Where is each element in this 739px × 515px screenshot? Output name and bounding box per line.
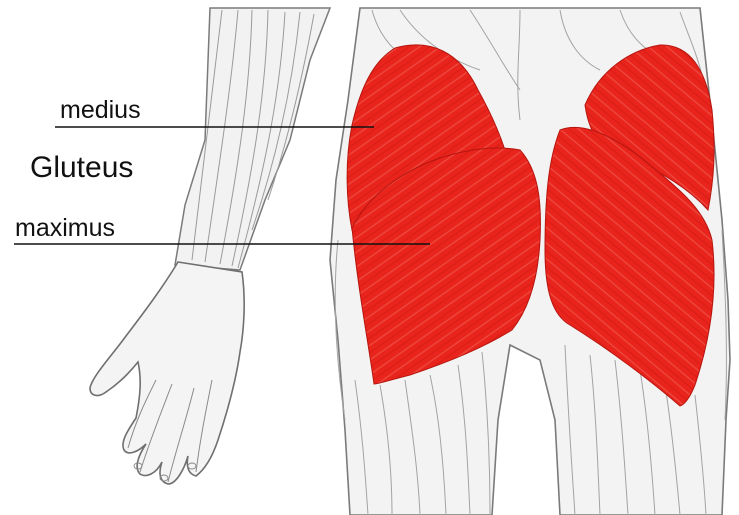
gluteus-label: Gluteus xyxy=(30,151,133,184)
medius-label: medius xyxy=(60,96,141,124)
maximus-label: maximus xyxy=(15,214,115,242)
